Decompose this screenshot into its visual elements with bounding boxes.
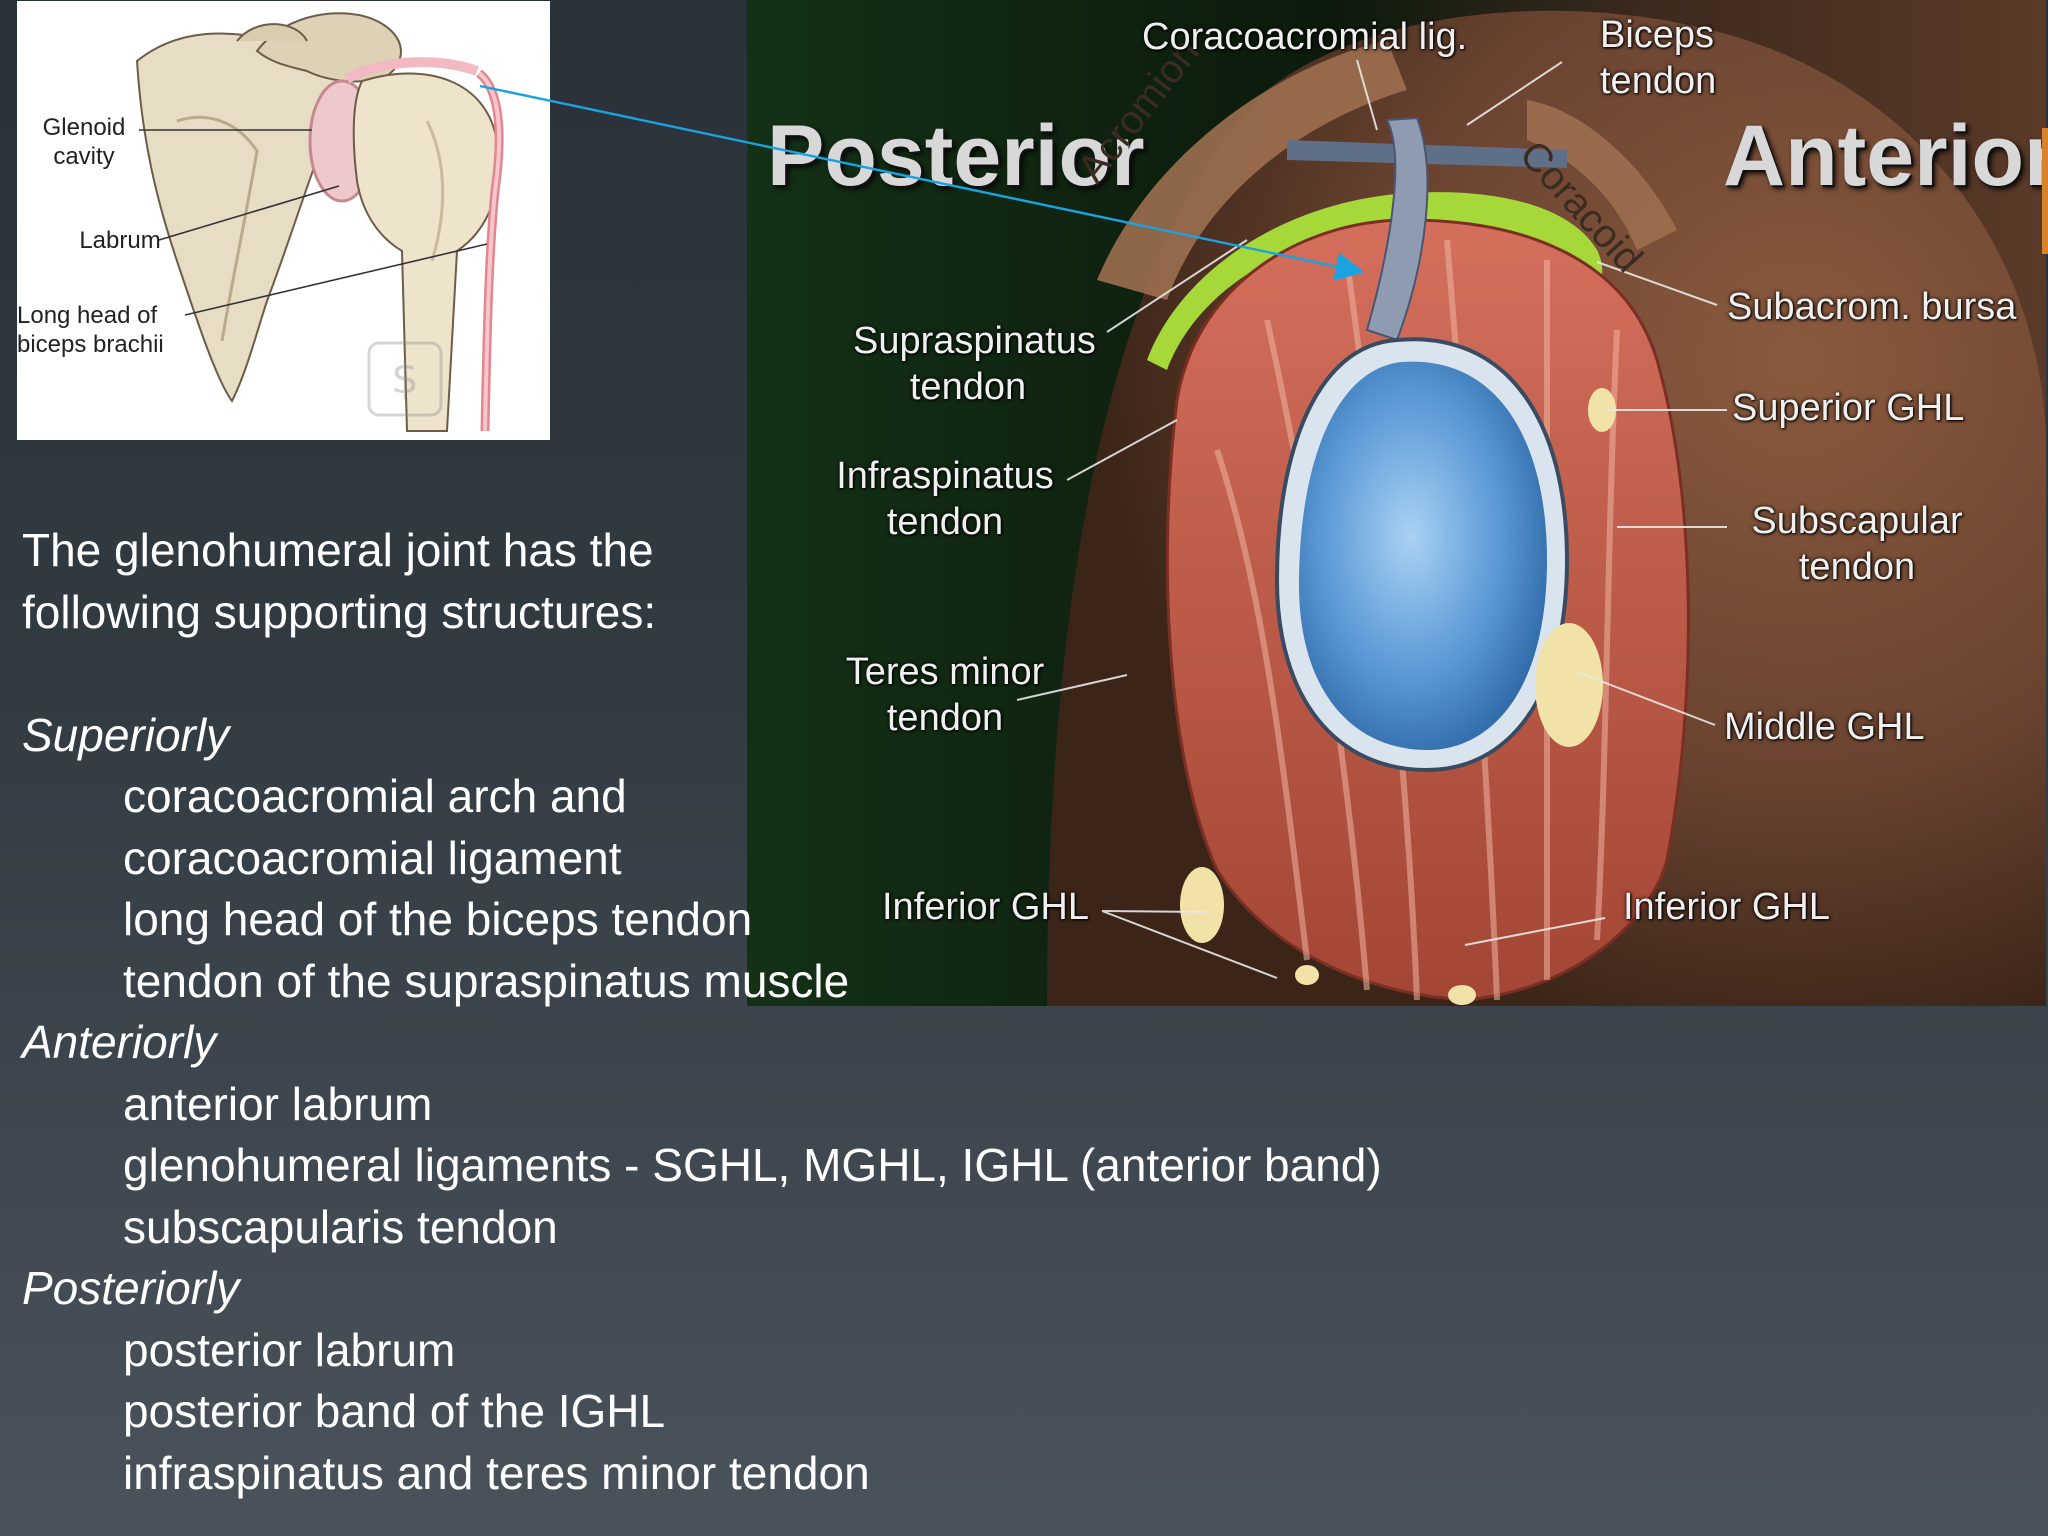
sup-item: coracoacromial ligament [123,831,622,884]
inferior-ghl-right-label: Inferior GHL [1623,886,1830,928]
posteriorly-heading: Posteriorly [22,1262,240,1314]
ant-item: glenohumeral ligaments - SGHL, MGHL, IGH… [123,1139,1382,1191]
inferior-ghl-left-label: Inferior GHL [882,886,1089,928]
glenoid-label-2: cavity [53,143,115,170]
long-head-label-2: biceps brachii [17,331,164,358]
infraspinatus-label-1: Infraspinatus [836,455,1054,497]
glenoid-label-1: Glenoid [42,114,126,141]
svg-text:$: $ [391,353,419,404]
sup-item: long head of the biceps tendon [123,893,753,945]
supraspinatus-label-2: tendon [909,366,1027,408]
biceps-label-1: Biceps [1600,14,1715,56]
subscapular-label-1: Subscapular [1751,500,1963,542]
coracoacromial-lig-label: Coracoacromial lig. [1142,16,1468,58]
labrum-label: Labrum [79,227,161,254]
subscapular-label-2: tendon [1798,546,1916,588]
supporting-structures-text: The glenohumeral joint has the following… [22,520,1582,1504]
middle-ghl-label: Middle GHL [1724,706,1925,748]
supraspinatus-label-1: Supraspinatus [853,320,1096,362]
sup-item: coracoacromial arch and [123,770,627,822]
biceps-label-2: tendon [1600,60,1717,102]
teres-minor-label-1: Teres minor [845,651,1045,693]
post-item: infraspinatus and teres minor tendon [123,1446,870,1499]
superiorly-heading: Superiorly [22,708,230,761]
slide-edge-marker [2042,128,2048,254]
sup-item: tendon of the supraspinatus muscle [123,954,850,1007]
intro-line-1: The glenohumeral joint has the [22,524,654,576]
intro-line-2: following supporting structures: [22,585,657,638]
blank-line [22,643,1582,705]
ant-item: subscapularis tendon [123,1200,558,1253]
teres-minor-label-2: tendon [886,697,1004,739]
superior-ghl-label: Superior GHL [1732,387,1965,429]
anteriorly-heading: Anteriorly [22,1016,217,1068]
post-item: posterior labrum [123,1323,456,1376]
anterior-label: Anterior [1723,108,2046,204]
dollar-shield-icon: $ [367,341,443,417]
subacrom-bursa-label: Subacrom. bursa [1727,286,2017,328]
inset-illustration: $ Glenoid cavity Labrum Long head of bic… [17,1,550,440]
infraspinatus-label-2: tendon [886,501,1004,543]
long-head-label-1: Long head of [17,302,158,329]
ant-item: anterior labrum [123,1077,433,1130]
shoulder-bone-drawing: $ [135,12,504,432]
post-item: posterior band of the IGHL [123,1385,666,1437]
